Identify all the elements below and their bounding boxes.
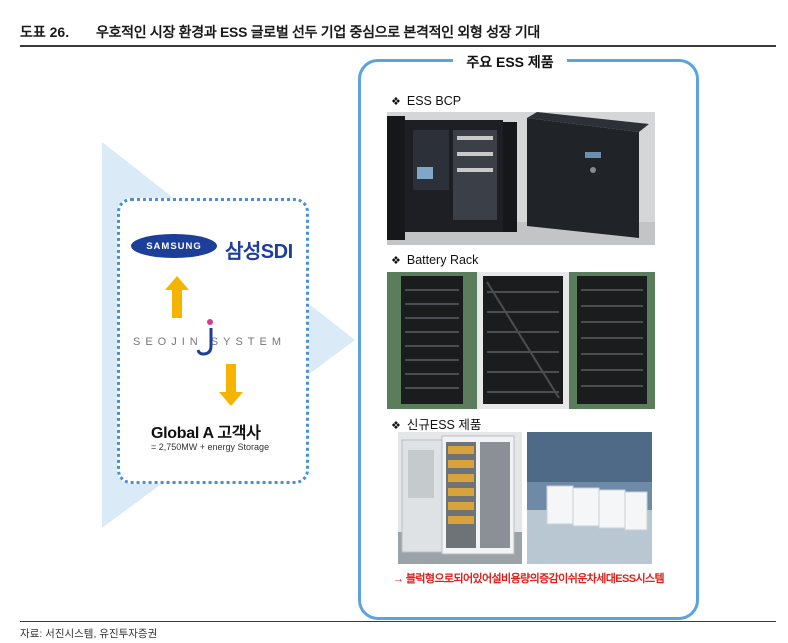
seojin-mark-icon bbox=[196, 319, 213, 356]
diamond-bullet-icon: ❖ bbox=[391, 96, 401, 108]
new-ess-cabinet-photo bbox=[398, 432, 522, 564]
battery-rack-photo bbox=[387, 272, 655, 409]
customer-detail: = 2,750MW + energy Storage bbox=[151, 442, 270, 452]
arrow-down-icon bbox=[219, 364, 243, 406]
diamond-bullet-icon: ❖ bbox=[391, 420, 401, 432]
diamond-bullet-icon: ❖ bbox=[391, 255, 401, 267]
section-heading-new-ess: ❖ 신규ESS 제품 bbox=[391, 414, 481, 433]
section-heading-ess-bcp: ❖ ESS BCP bbox=[391, 94, 461, 108]
section-label: Battery Rack bbox=[406, 253, 479, 267]
source-note: 자료: 서진시스템, 유진투자증권 bbox=[20, 628, 158, 640]
product-panel-title: 주요 ESS 제품 bbox=[453, 52, 567, 70]
bottom-rule bbox=[20, 621, 776, 622]
title-rule bbox=[20, 45, 776, 47]
section-heading-battery-rack: ❖ Battery Rack bbox=[391, 253, 478, 267]
figure-label: 도표 26. bbox=[20, 24, 70, 40]
customer-name: Global A 고객사 bbox=[151, 425, 261, 442]
arrow-up-icon bbox=[165, 276, 189, 318]
section-label: 신규ESS 제품 bbox=[406, 418, 482, 432]
product-caption: → 블럭형으로되어있어설비용량의증감이쉬운차세대ESS시스템 bbox=[393, 573, 665, 585]
figure-title: 우호적인 시장 환경과 ESS 글로벌 선두 기업 중심으로 본격적인 외형 성… bbox=[96, 24, 540, 40]
samsung-sdi-logo: 삼성SDI bbox=[225, 241, 293, 263]
samsung-logo: SAMSUNG bbox=[131, 234, 217, 258]
seojin-system-logo: SEOJIN SYSTEM bbox=[133, 336, 287, 348]
new-ess-block-photo bbox=[527, 432, 652, 564]
ess-bcp-photo bbox=[387, 112, 655, 245]
section-label: ESS BCP bbox=[406, 94, 462, 108]
